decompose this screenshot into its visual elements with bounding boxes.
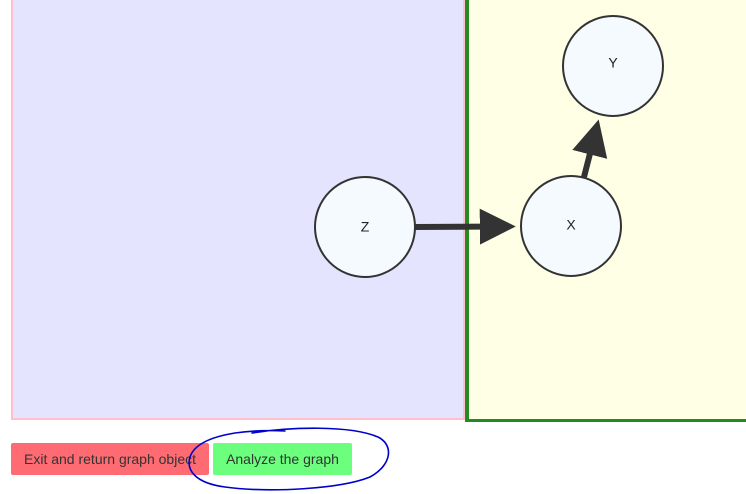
- node-x-label: X: [566, 217, 576, 233]
- node-z[interactable]: Z: [314, 176, 416, 278]
- analyze-button[interactable]: Analyze the graph: [213, 443, 352, 475]
- exit-button[interactable]: Exit and return graph object: [11, 443, 209, 475]
- node-y-label: Y: [608, 55, 618, 71]
- node-x[interactable]: X: [520, 175, 622, 277]
- node-z-label: Z: [361, 219, 370, 235]
- node-y[interactable]: Y: [562, 15, 664, 117]
